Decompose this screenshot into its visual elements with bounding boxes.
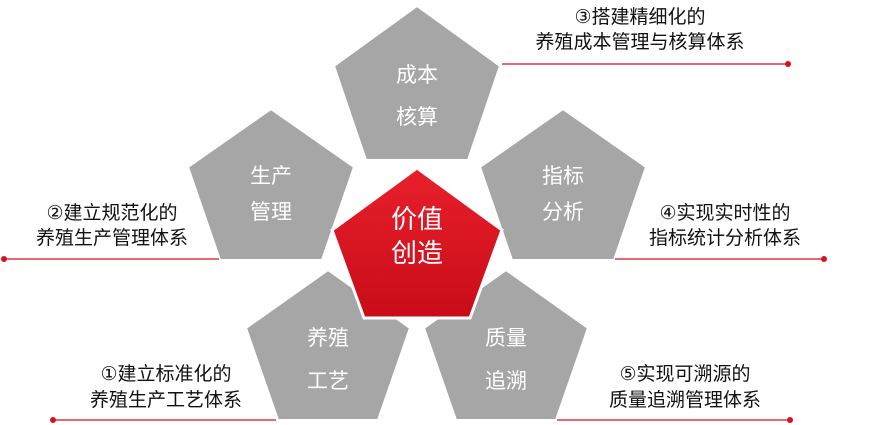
pentagon-production-shape	[186, 107, 356, 261]
pentagon-production: 生产 管理	[186, 107, 356, 261]
note-5-line1: ⑤实现可溯源的	[619, 363, 750, 385]
note-1-line1: ①建立标准化的	[100, 363, 231, 385]
pentagon-production-line2: 管理	[250, 200, 292, 224]
pentagon-indicator-line2: 分析	[542, 200, 584, 224]
pentagon-indicator: 指标 分析	[478, 107, 648, 261]
note-5: ⑤实现可溯源的 质量追溯管理体系	[609, 363, 761, 411]
note-1: ①建立标准化的 养殖生产工艺体系	[90, 363, 242, 411]
pentagon-production-line1: 生产	[250, 164, 292, 188]
note-4-line2: 指标统计分析体系	[649, 227, 801, 249]
pentagon-cost: 成本 核算	[332, 4, 502, 161]
leader-line-1	[50, 417, 276, 423]
center-line1: 价值	[391, 205, 443, 235]
note-2: ②建立规范化的 养殖生产管理体系	[36, 202, 188, 249]
pentagon-quality-line2: 追溯	[485, 369, 527, 393]
center-line2: 创造	[391, 239, 443, 269]
pentagon-quality-line1: 质量	[485, 326, 527, 350]
leader-line-4	[615, 256, 827, 262]
pentagon-indicator-shape	[478, 107, 648, 261]
note-4: ④实现实时性的 指标统计分析体系	[649, 202, 801, 249]
pentagon-breeding-line1: 养殖	[307, 326, 349, 350]
note-1-line2: 养殖生产工艺体系	[90, 389, 242, 411]
pentagon-cost-line1: 成本	[396, 63, 438, 87]
leader-line-3	[502, 61, 791, 67]
leader-line-2	[1, 256, 219, 262]
pentagon-center-shape	[330, 166, 504, 320]
note-4-line1: ④实现实时性的	[659, 202, 790, 224]
pentagon-breeding-line2: 工艺	[307, 369, 349, 393]
note-2-line1: ②建立规范化的	[46, 202, 177, 224]
note-3: ③搭建精细化的 养殖成本管理与核算体系	[535, 6, 744, 53]
note-2-line2: 养殖生产管理体系	[36, 227, 188, 249]
leader-line-5	[557, 417, 793, 423]
note-5-line2: 质量追溯管理体系	[609, 389, 761, 411]
pentagon-indicator-line1: 指标	[542, 164, 584, 188]
pentagon-cost-line2: 核算	[396, 105, 438, 129]
pentagon-center: 价值 创造	[330, 166, 504, 320]
note-3-line2: 养殖成本管理与核算体系	[535, 31, 744, 53]
pentagon-cost-shape	[332, 4, 502, 161]
note-3-line1: ③搭建精细化的	[574, 6, 705, 28]
